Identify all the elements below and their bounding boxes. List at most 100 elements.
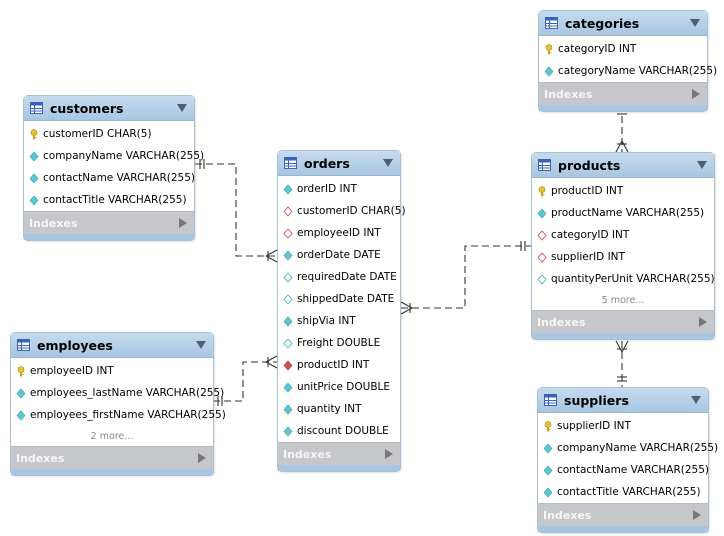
expand-arrow-icon[interactable] [385,449,393,459]
column-icon [281,404,295,415]
indexes-section[interactable]: Indexes [532,310,714,333]
nullable-column-icon [281,293,295,305]
column-row[interactable]: Freight DOUBLE [278,332,400,354]
collapse-arrow-icon[interactable] [690,19,700,27]
column-row[interactable]: orderID INT [278,178,400,200]
column-label: requiredDate DATE [297,271,397,283]
column-row[interactable]: productID INT [532,180,714,202]
table-icon [538,159,551,171]
column-row[interactable]: contactTitle VARCHAR(255) [24,189,194,211]
table-employees[interactable]: employees employeeID INT employees_lastNa… [10,332,226,476]
more-columns-link[interactable]: 2 more... [90,430,134,442]
column-row[interactable]: contactName VARCHAR(255) [538,459,709,481]
column-row[interactable]: quantityPerUnit VARCHAR(255) [532,268,715,290]
collapse-arrow-icon[interactable] [196,341,206,349]
relationship-customers-orders [195,163,277,257]
column-row[interactable]: productName VARCHAR(255) [532,202,714,224]
column-row[interactable]: contactTitle VARCHAR(255) [538,481,708,503]
column-icon [27,173,41,184]
indexes-label: Indexes [283,447,332,461]
column-row[interactable]: categoryName VARCHAR(255) [539,60,717,82]
primary-key-icon [535,185,549,197]
expand-arrow-icon[interactable] [198,453,206,463]
column-row[interactable]: requiredDate DATE [278,266,400,288]
column-row[interactable]: orderDate DATE [278,244,400,266]
indexes-section[interactable]: Indexes [278,442,400,465]
table-customers[interactable]: customers customerID CHAR(5)companyName … [23,95,204,241]
table-header[interactable]: orders [278,151,400,176]
many-marker-products-top-2 [621,140,629,153]
column-label: customerID CHAR(5) [297,205,406,217]
column-row[interactable]: supplierID INT [538,415,708,437]
table-footer [532,333,714,339]
collapse-arrow-icon[interactable] [697,161,707,169]
column-row[interactable]: categoryID INT [532,224,714,246]
nullable-column-icon [535,273,549,285]
table-footer [278,465,400,471]
table-categories[interactable]: categories categoryID INT categoryName VA… [538,10,717,112]
column-row[interactable]: productID INT [278,354,400,376]
table-footer [24,234,194,240]
column-row[interactable]: employeeID INT [278,222,400,244]
column-row[interactable]: unitPrice DOUBLE [278,376,400,398]
collapse-arrow-icon[interactable] [691,396,701,404]
table-header[interactable]: products [532,153,714,178]
column-row[interactable]: employees_lastName VARCHAR(255) [11,382,224,404]
collapse-arrow-icon[interactable] [383,159,393,167]
column-row[interactable]: shipVia INT [278,310,400,332]
column-row[interactable]: customerID CHAR(5) [278,200,406,222]
column-row[interactable]: quantity INT [278,398,400,420]
column-label: employeeID INT [297,227,381,239]
column-list: employeeID INT employees_lastName VARCHAR… [11,358,226,426]
indexes-section[interactable]: Indexes [11,446,213,469]
table-header[interactable]: customers [24,96,194,121]
primary-key-icon [541,420,555,432]
more-columns-link[interactable]: 5 more... [601,294,645,306]
column-row[interactable]: contactName VARCHAR(255) [24,167,196,189]
collapse-arrow-icon[interactable] [177,104,187,112]
column-row[interactable]: employees_firstName VARCHAR(255) [11,404,226,426]
table-header[interactable]: suppliers [538,388,708,413]
column-icon [281,426,295,437]
column-row[interactable]: categoryID INT [539,38,707,60]
column-icon [535,208,549,219]
column-list: orderID INT customerID CHAR(5) employeeID … [278,176,406,442]
column-row[interactable]: companyName VARCHAR(255) [24,145,204,167]
column-label: discount DOUBLE [297,425,389,437]
column-row[interactable]: discount DOUBLE [278,420,400,442]
expand-arrow-icon[interactable] [693,510,701,520]
column-row[interactable]: companyName VARCHAR(255) [538,437,718,459]
expand-arrow-icon[interactable] [179,218,187,228]
column-row[interactable]: employeeID INT [11,360,213,382]
foreign-key-icon [281,205,295,217]
column-row[interactable]: shippedDate DATE [278,288,400,310]
column-label: productName VARCHAR(255) [551,207,705,219]
indexes-section[interactable]: Indexes [538,503,708,526]
column-icon [27,195,41,206]
table-title: products [558,157,621,173]
expand-arrow-icon[interactable] [692,89,700,99]
table-orders[interactable]: orders orderID INT customerID CHAR(5) empl… [277,150,406,472]
many-marker-products-bottom-2 [621,340,629,353]
table-products[interactable]: products productID INT productName VARCHA… [531,152,715,340]
column-row[interactable]: customerID CHAR(5) [24,123,194,145]
column-label: employeeID INT [30,365,114,377]
relationship-employees-orders [213,361,277,402]
expand-arrow-icon[interactable] [699,317,707,327]
column-row[interactable]: supplierID INT [532,246,714,268]
table-header[interactable]: employees [11,333,213,358]
column-label: Freight DOUBLE [297,337,381,349]
column-label: contactTitle VARCHAR(255) [43,194,187,206]
many-marker-products-bottom [615,340,623,353]
table-header[interactable]: categories [539,11,707,36]
column-label: categoryID INT [558,43,637,55]
column-icon [542,66,556,77]
indexes-section[interactable]: Indexes [539,82,707,105]
indexes-section[interactable]: Indexes [24,211,194,234]
column-list: productID INT productName VARCHAR(255) cat… [532,178,715,290]
many-marker-products-top [615,140,623,153]
column-label: categoryID INT [551,229,630,241]
column-label: contactName VARCHAR(255) [43,172,196,184]
